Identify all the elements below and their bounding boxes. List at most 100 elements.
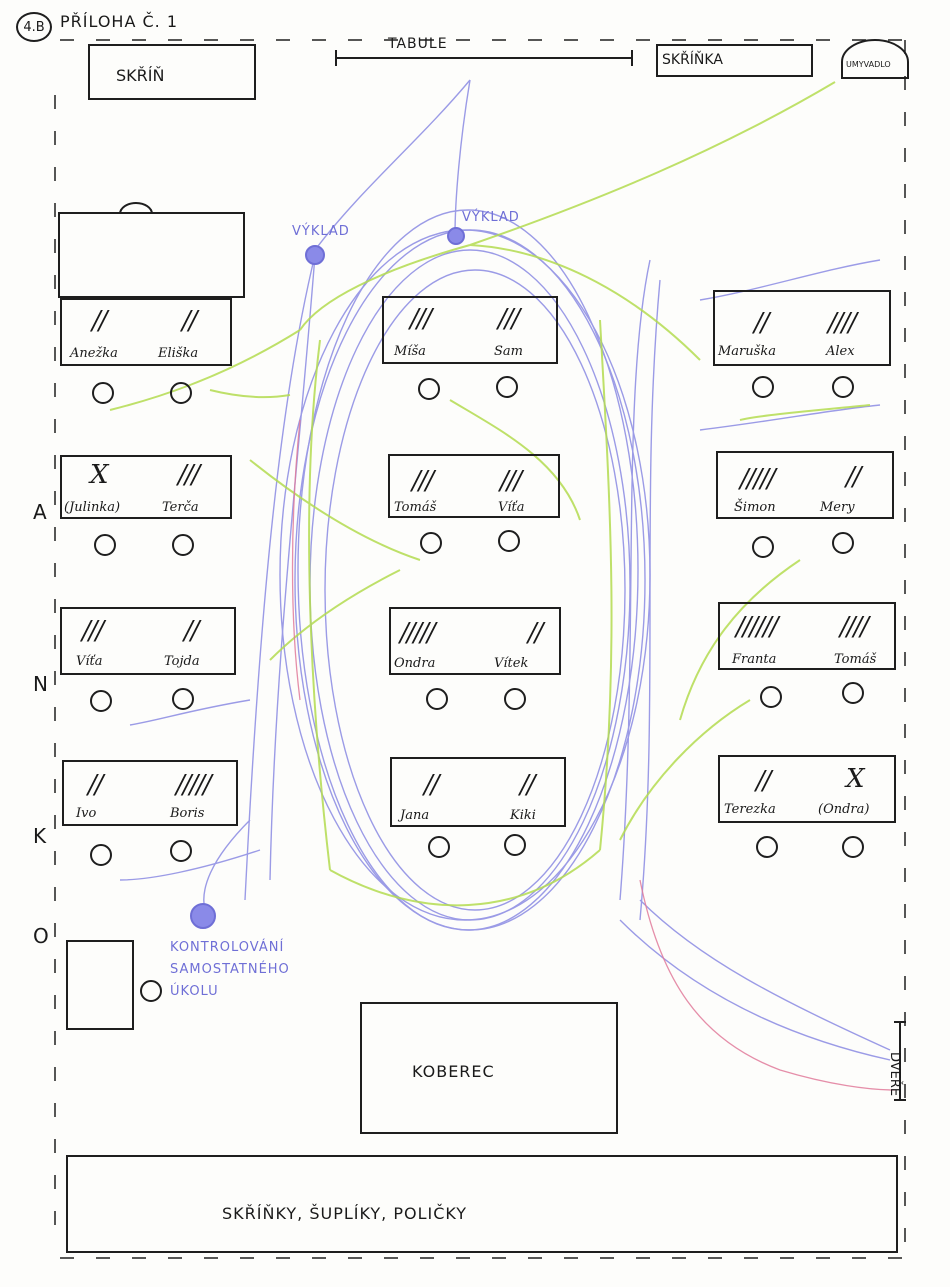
activity-marks: // [846, 462, 860, 492]
teacher-desk [58, 212, 245, 298]
activity-marks: /// [412, 466, 432, 496]
activity-marks: // [92, 306, 106, 336]
student-name: Kiki [510, 808, 536, 823]
chair [420, 532, 442, 554]
activity-marks: ///// [400, 618, 434, 648]
activity-marks: // [88, 770, 102, 800]
wardrobe [88, 44, 256, 100]
chair [504, 688, 526, 710]
activity-marks: // [520, 770, 534, 800]
student-name: Šimon [734, 500, 776, 515]
student-name: Boris [170, 806, 204, 821]
blue-path [700, 405, 880, 430]
activity-marks: /// [410, 304, 430, 334]
student-name: Tojda [164, 654, 200, 669]
activity-marks: // [528, 618, 542, 648]
chair [498, 530, 520, 552]
student-name: Terezka [724, 802, 776, 817]
explain-label-right: VÝKLAD [462, 210, 520, 225]
chair [426, 688, 448, 710]
chair [172, 688, 194, 710]
green-path [470, 82, 835, 245]
chair [90, 844, 112, 866]
green-path [210, 390, 290, 397]
activity-marks: // [184, 616, 198, 646]
student-name: Eliška [158, 346, 198, 361]
window-wall-letter: A [33, 500, 47, 524]
chair [842, 682, 864, 704]
chair [90, 690, 112, 712]
student-name: Ondra [394, 656, 435, 671]
student-name: Jana [400, 808, 429, 823]
student-name: (Julinka) [64, 500, 120, 515]
shelves-label: SKŘÍŇKY, ŠUPLÍKY, POLIČKY [222, 1204, 467, 1223]
activity-marks: /// [178, 460, 198, 490]
board-label: TABULE [388, 36, 448, 52]
red-path [640, 880, 895, 1090]
student-name: Vítek [494, 656, 528, 671]
student-name: Víťa [76, 654, 103, 669]
carpet-label: KOBEREC [412, 1062, 495, 1081]
window-wall-letter: N [33, 672, 48, 696]
blue-path [620, 920, 890, 1060]
chair [842, 836, 864, 858]
chair [418, 378, 440, 400]
check-task-spot-icon [191, 904, 215, 928]
chair [504, 834, 526, 856]
chair [170, 382, 192, 404]
student-name: Ivo [76, 806, 96, 821]
green-path [330, 850, 600, 905]
page-title: PŘÍLOHA Č. 1 [60, 12, 178, 31]
cabinet-label: SKŘÍŇKA [662, 52, 723, 68]
student-name: Sam [494, 344, 523, 359]
student-name: Míša [394, 344, 426, 359]
side-table [66, 940, 134, 1030]
chair [94, 534, 116, 556]
chair [140, 980, 162, 1002]
activity-marks: //// [828, 308, 855, 338]
blue-path [640, 900, 890, 1050]
activity-marks: ///// [740, 464, 774, 494]
chair [832, 532, 854, 554]
window-wall-letter: K [33, 824, 46, 848]
activity-marks: // [182, 306, 196, 336]
student-name: Alex [826, 344, 855, 359]
class-id-badge: 4.B [16, 12, 52, 42]
student-name: Terča [162, 500, 199, 515]
activity-marks: /// [500, 466, 520, 496]
green-path [740, 405, 870, 420]
student-name: Franta [732, 652, 776, 667]
chair [760, 686, 782, 708]
door-label: DVEŘE [887, 1052, 902, 1096]
activity-marks: X [90, 460, 107, 490]
chair [756, 836, 778, 858]
sink-label: UMYVADLO [846, 60, 891, 69]
sink-icon [842, 40, 908, 78]
activity-marks: //// [840, 612, 867, 642]
wardrobe-label: SKŘÍŇ [116, 66, 164, 85]
chair [832, 376, 854, 398]
blue-path [640, 280, 660, 920]
green-path [309, 340, 330, 870]
activity-marks: ///// [176, 770, 210, 800]
chair [752, 536, 774, 558]
check-task-line-1: KONTROLOVÁNÍ [170, 940, 284, 955]
student-name: Tomáš [834, 652, 876, 667]
green-path [270, 570, 400, 660]
student-name: Mery [820, 500, 855, 515]
activity-marks: /// [82, 616, 102, 646]
activity-marks: ////// [736, 612, 777, 642]
explain-label-left: VÝKLAD [292, 224, 350, 239]
check-task-line-3: ÚKOLU [170, 984, 219, 999]
student-name: Tomáš [394, 500, 436, 515]
student-name: Víťa [498, 500, 525, 515]
explain-spot-right-icon [448, 228, 464, 244]
student-name: Maruška [718, 344, 776, 359]
chair [428, 836, 450, 858]
chair [752, 376, 774, 398]
activity-marks: X [846, 764, 863, 794]
chair [496, 376, 518, 398]
check-task-line-2: SAMOSTATNÉHO [170, 962, 290, 977]
activity-marks: // [754, 308, 768, 338]
shelves [66, 1155, 898, 1253]
